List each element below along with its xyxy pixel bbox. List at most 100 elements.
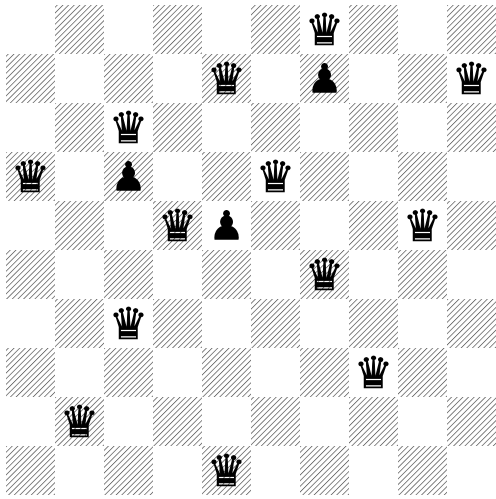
queen-icon[interactable]: ♛ — [305, 5, 344, 56]
light-square[interactable] — [251, 446, 300, 495]
dark-square[interactable] — [398, 446, 447, 495]
pawn-icon[interactable]: ♟ — [111, 155, 147, 201]
queen-icon[interactable]: ♛ — [109, 299, 148, 350]
dark-square[interactable] — [349, 201, 398, 250]
light-square[interactable] — [447, 152, 496, 201]
light-square[interactable] — [153, 446, 202, 495]
dark-square[interactable] — [202, 152, 251, 201]
light-square[interactable] — [55, 250, 104, 299]
dark-square[interactable] — [300, 348, 349, 397]
light-square[interactable] — [6, 299, 55, 348]
queen-icon[interactable]: ♛ — [305, 250, 344, 301]
light-square[interactable] — [202, 397, 251, 446]
queen-icon[interactable]: ♛ — [207, 54, 246, 105]
dark-square[interactable] — [251, 103, 300, 152]
light-square[interactable] — [300, 103, 349, 152]
queen-icon[interactable]: ♛ — [109, 103, 148, 154]
queen-icon[interactable]: ♛ — [60, 397, 99, 448]
light-square[interactable] — [300, 201, 349, 250]
dark-square[interactable] — [398, 54, 447, 103]
light-square[interactable] — [251, 348, 300, 397]
dark-square[interactable] — [398, 348, 447, 397]
dark-square[interactable] — [55, 201, 104, 250]
light-square[interactable] — [55, 54, 104, 103]
light-square[interactable] — [447, 250, 496, 299]
dark-square[interactable] — [104, 348, 153, 397]
light-square[interactable] — [447, 348, 496, 397]
queen-icon[interactable]: ♛ — [403, 201, 442, 252]
light-square[interactable] — [55, 446, 104, 495]
dark-square[interactable] — [349, 397, 398, 446]
dark-square[interactable] — [300, 446, 349, 495]
dark-square[interactable] — [153, 5, 202, 54]
dark-square[interactable] — [447, 103, 496, 152]
light-square[interactable] — [6, 103, 55, 152]
pawn-icon[interactable]: ♟ — [209, 204, 245, 250]
light-square[interactable] — [153, 54, 202, 103]
dark-square[interactable] — [349, 5, 398, 54]
dark-square[interactable] — [447, 201, 496, 250]
queen-icon[interactable]: ♛ — [207, 446, 246, 495]
dark-square[interactable] — [251, 201, 300, 250]
queen-icon[interactable]: ♛ — [354, 348, 393, 399]
light-square[interactable] — [398, 397, 447, 446]
light-square[interactable] — [447, 446, 496, 495]
light-square[interactable] — [202, 299, 251, 348]
light-square[interactable] — [104, 5, 153, 54]
queen-icon[interactable]: ♛ — [11, 152, 50, 203]
light-square[interactable] — [202, 5, 251, 54]
dark-square[interactable] — [104, 250, 153, 299]
dark-square[interactable] — [153, 299, 202, 348]
dark-square[interactable] — [300, 152, 349, 201]
dark-square[interactable] — [104, 446, 153, 495]
light-square[interactable] — [300, 397, 349, 446]
light-square[interactable] — [349, 54, 398, 103]
light-square[interactable] — [104, 201, 153, 250]
dark-square[interactable] — [251, 397, 300, 446]
queen-icon[interactable]: ♛ — [256, 152, 295, 203]
dark-square[interactable] — [6, 348, 55, 397]
dark-square[interactable] — [6, 54, 55, 103]
light-square[interactable] — [55, 152, 104, 201]
dark-square[interactable] — [447, 299, 496, 348]
dark-square[interactable] — [398, 250, 447, 299]
light-square[interactable] — [55, 348, 104, 397]
dark-square[interactable] — [251, 5, 300, 54]
light-square[interactable] — [349, 446, 398, 495]
dark-square[interactable] — [6, 446, 55, 495]
dark-square[interactable] — [6, 250, 55, 299]
light-square[interactable] — [251, 54, 300, 103]
dark-square[interactable] — [349, 299, 398, 348]
pawn-icon[interactable]: ♟ — [307, 57, 343, 103]
queen-icon[interactable]: ♛ — [452, 54, 491, 105]
queen-icon[interactable]: ♛ — [158, 201, 197, 252]
light-square[interactable] — [398, 5, 447, 54]
light-square[interactable] — [153, 152, 202, 201]
dark-square[interactable] — [104, 54, 153, 103]
dark-square[interactable] — [251, 299, 300, 348]
light-square[interactable] — [349, 250, 398, 299]
dark-square[interactable] — [55, 299, 104, 348]
dark-square[interactable] — [349, 103, 398, 152]
light-square[interactable] — [6, 201, 55, 250]
dark-square[interactable] — [55, 5, 104, 54]
light-square[interactable] — [300, 299, 349, 348]
light-square[interactable] — [6, 5, 55, 54]
dark-square[interactable] — [202, 250, 251, 299]
dark-square[interactable] — [202, 348, 251, 397]
light-square[interactable] — [398, 103, 447, 152]
light-square[interactable] — [6, 397, 55, 446]
light-square[interactable] — [202, 103, 251, 152]
dark-square[interactable] — [55, 103, 104, 152]
dark-square[interactable] — [398, 152, 447, 201]
dark-square[interactable] — [447, 397, 496, 446]
light-square[interactable] — [251, 250, 300, 299]
light-square[interactable] — [153, 348, 202, 397]
light-square[interactable] — [398, 299, 447, 348]
dark-square[interactable] — [153, 397, 202, 446]
dark-square[interactable] — [447, 5, 496, 54]
light-square[interactable] — [104, 397, 153, 446]
light-square[interactable] — [349, 152, 398, 201]
light-square[interactable] — [153, 250, 202, 299]
dark-square[interactable] — [153, 103, 202, 152]
